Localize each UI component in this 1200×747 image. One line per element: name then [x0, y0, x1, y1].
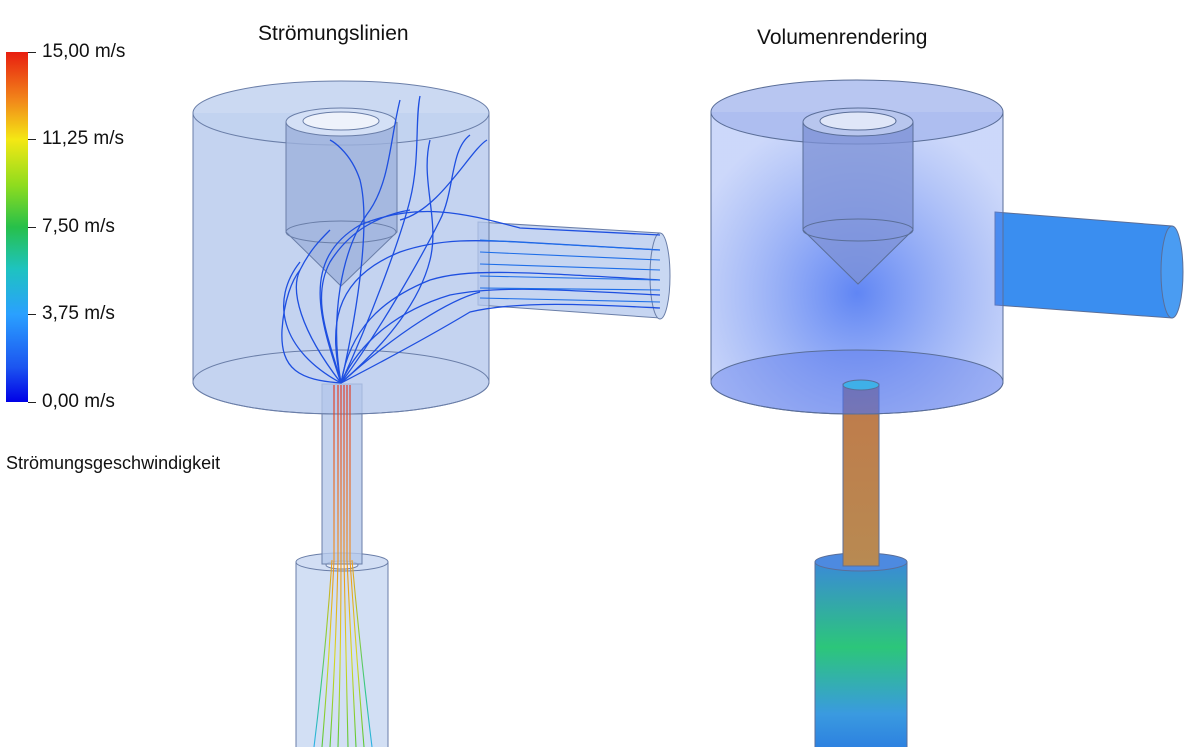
legend-label-q1: 3,75 m/s [42, 303, 115, 324]
streamlines-pipe [313, 385, 373, 747]
legend-tick [28, 227, 36, 228]
title-streamlines: Strömungslinien [258, 22, 409, 45]
streamline-model [192, 80, 671, 747]
legend-label-max: 15,00 m/s [42, 41, 126, 62]
volume-model [710, 79, 1184, 747]
streamlines-outlet [479, 239, 661, 303]
legend-tick [28, 402, 36, 403]
legend-tick [28, 139, 36, 140]
velocity-color-scale [6, 52, 28, 402]
legend-label-mid: 7,50 m/s [42, 216, 115, 237]
legend-caption: Strömungsgeschwindigkeit [6, 453, 221, 473]
legend-tick [28, 314, 36, 315]
title-volume-rendering: Volumenrendering [757, 26, 928, 49]
legend-label-min: 0,00 m/s [42, 391, 115, 412]
legend-tick [28, 52, 36, 53]
legend-label-q3: 11,25 m/s [42, 128, 125, 149]
